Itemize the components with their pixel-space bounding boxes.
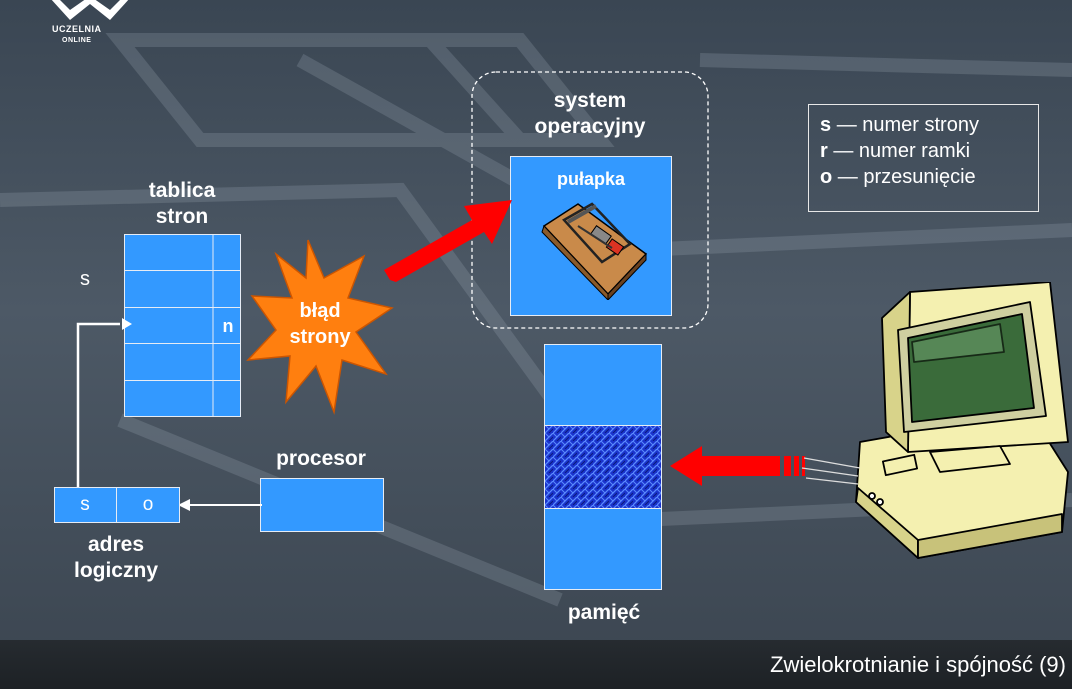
trap-arrow [384,200,512,282]
processor-arrow [178,499,262,511]
legend-dash: — [836,114,857,136]
trap-label: pułapka [556,169,626,189]
memory-label: pamięć [567,601,641,624]
legend-desc: przesunięcie [863,166,976,188]
footer-bar [0,640,1072,689]
logo[interactable]: UCZELNIA ONLINE [52,24,102,46]
legend-row: r — numer ramki [820,138,1038,164]
os-label: system operacyjny [534,89,646,138]
os-dashed-box [471,71,709,329]
address-o-cell: o [142,494,154,515]
logo-line2: ONLINE [62,37,92,44]
slide-title: Zwielokrotnianie i spójność (9) [770,652,1066,677]
page-table-title: tablica stron [148,179,216,228]
legend-key: r [820,140,828,162]
invalid-bit: n [222,316,234,336]
page-table [124,234,241,417]
legend-key: o [820,166,833,188]
legend-desc: numer strony [862,114,979,136]
processor-label: procesor [276,447,366,470]
processor-box [260,478,384,532]
legend-dash: — [833,140,854,162]
address-s-cell: s [80,494,90,515]
page-fault-label: błąd strony [289,300,351,348]
logical-address-box [54,487,180,523]
legend-row: s — numer strony [820,112,1038,138]
logical-address-label: adres logiczny [73,533,158,582]
page-fault-starburst [246,239,394,415]
address-divider [116,487,117,523]
legend-dash: — [837,166,858,188]
logo-line1: UCZELNIA [52,24,102,34]
legend-key: s [820,114,832,136]
computer-icon [801,282,1069,559]
table-row-label: s [80,268,90,290]
lookup-arrow [76,318,132,490]
legend: s — numer strony r — numer ramki o — prz… [808,104,1039,212]
load-arrow [670,446,805,486]
legend-row: o — przesunięcie [820,164,1038,190]
legend-desc: numer ramki [858,140,971,162]
mousetrap-icon [541,202,648,300]
memory-loaded-frame [545,425,661,509]
logo-icon [51,0,129,20]
